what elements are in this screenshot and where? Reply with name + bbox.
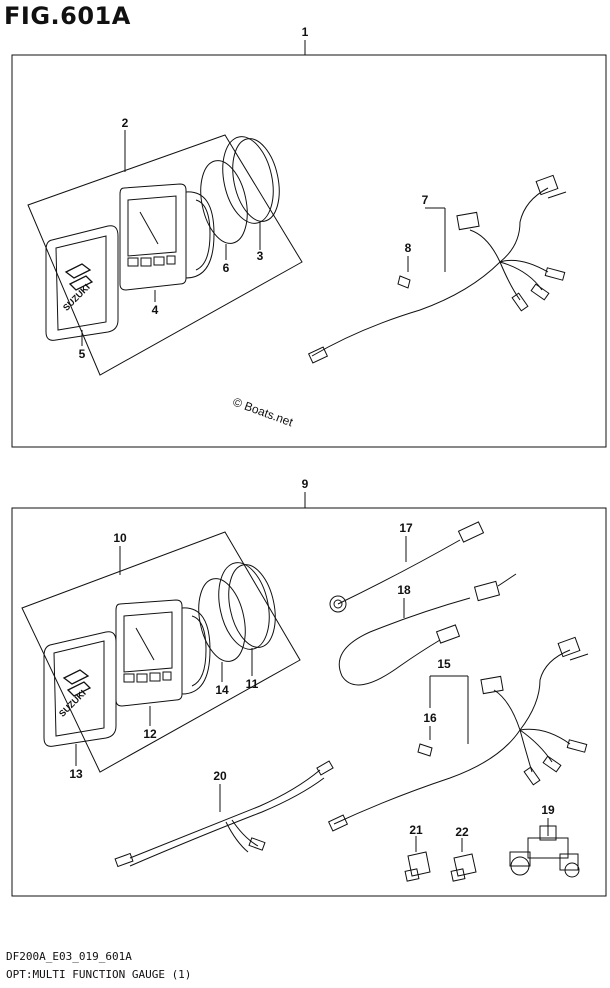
harness-top — [307, 174, 567, 364]
face-cover-bottom — [43, 631, 117, 747]
callout-16: 16 — [423, 711, 437, 725]
figure-title: FIG.601A — [4, 2, 131, 30]
callout-18: 18 — [397, 583, 411, 597]
callout-10: 10 — [113, 531, 127, 545]
o-ring-top — [200, 160, 248, 244]
callout-13: 13 — [69, 767, 83, 781]
gauge-unit-bottom — [115, 599, 211, 707]
callout-1: 1 — [302, 25, 309, 39]
callout-21: 21 — [409, 823, 423, 837]
bracket-ring-top — [222, 136, 280, 224]
callout-22: 22 — [455, 825, 469, 839]
harness-bottom — [327, 636, 589, 832]
callout-11: 11 — [246, 677, 259, 691]
figure-code: DF200A_E03_019_601A — [6, 950, 132, 963]
cable-18 — [338, 573, 517, 686]
callout-9: 9 — [302, 477, 309, 491]
gauge-unit-top — [119, 183, 215, 291]
group-frame-top — [11, 54, 607, 448]
group-frame-bottom — [11, 507, 607, 897]
callout-6: 6 — [223, 261, 230, 275]
callout-8: 8 — [405, 241, 412, 255]
callout-17: 17 — [399, 521, 413, 535]
face-cover-top — [45, 225, 119, 341]
figure-caption: OPT:MULTI FUNCTION GAUGE (1) — [6, 968, 192, 981]
cable-17 — [329, 521, 485, 613]
callout-2: 2 — [122, 116, 129, 130]
callout-14: 14 — [215, 683, 229, 697]
watermark-text: © Boats.net — [231, 395, 295, 430]
callout-19: 19 — [541, 803, 555, 817]
brand-text-top: SUZUKI — [61, 282, 92, 313]
callout-15: 15 — [437, 657, 451, 671]
terminator-21 — [404, 851, 431, 882]
callout-4: 4 — [152, 303, 159, 317]
terminator-22 — [450, 853, 477, 882]
harness-20 — [114, 760, 334, 868]
callout-3: 3 — [257, 249, 264, 263]
callout-7: 7 — [422, 193, 429, 207]
bracket-ring-bottom — [218, 562, 276, 650]
callout-20: 20 — [213, 769, 227, 783]
callout-12: 12 — [143, 727, 157, 741]
callout-5: 5 — [79, 347, 86, 361]
o-ring-bottom — [198, 578, 246, 662]
screw-16 — [417, 743, 433, 757]
screw-8 — [397, 275, 411, 289]
gauge-kit-box-top — [27, 134, 303, 376]
t-connector-19 — [509, 825, 580, 878]
gauge-kit-box-bottom — [21, 531, 301, 773]
